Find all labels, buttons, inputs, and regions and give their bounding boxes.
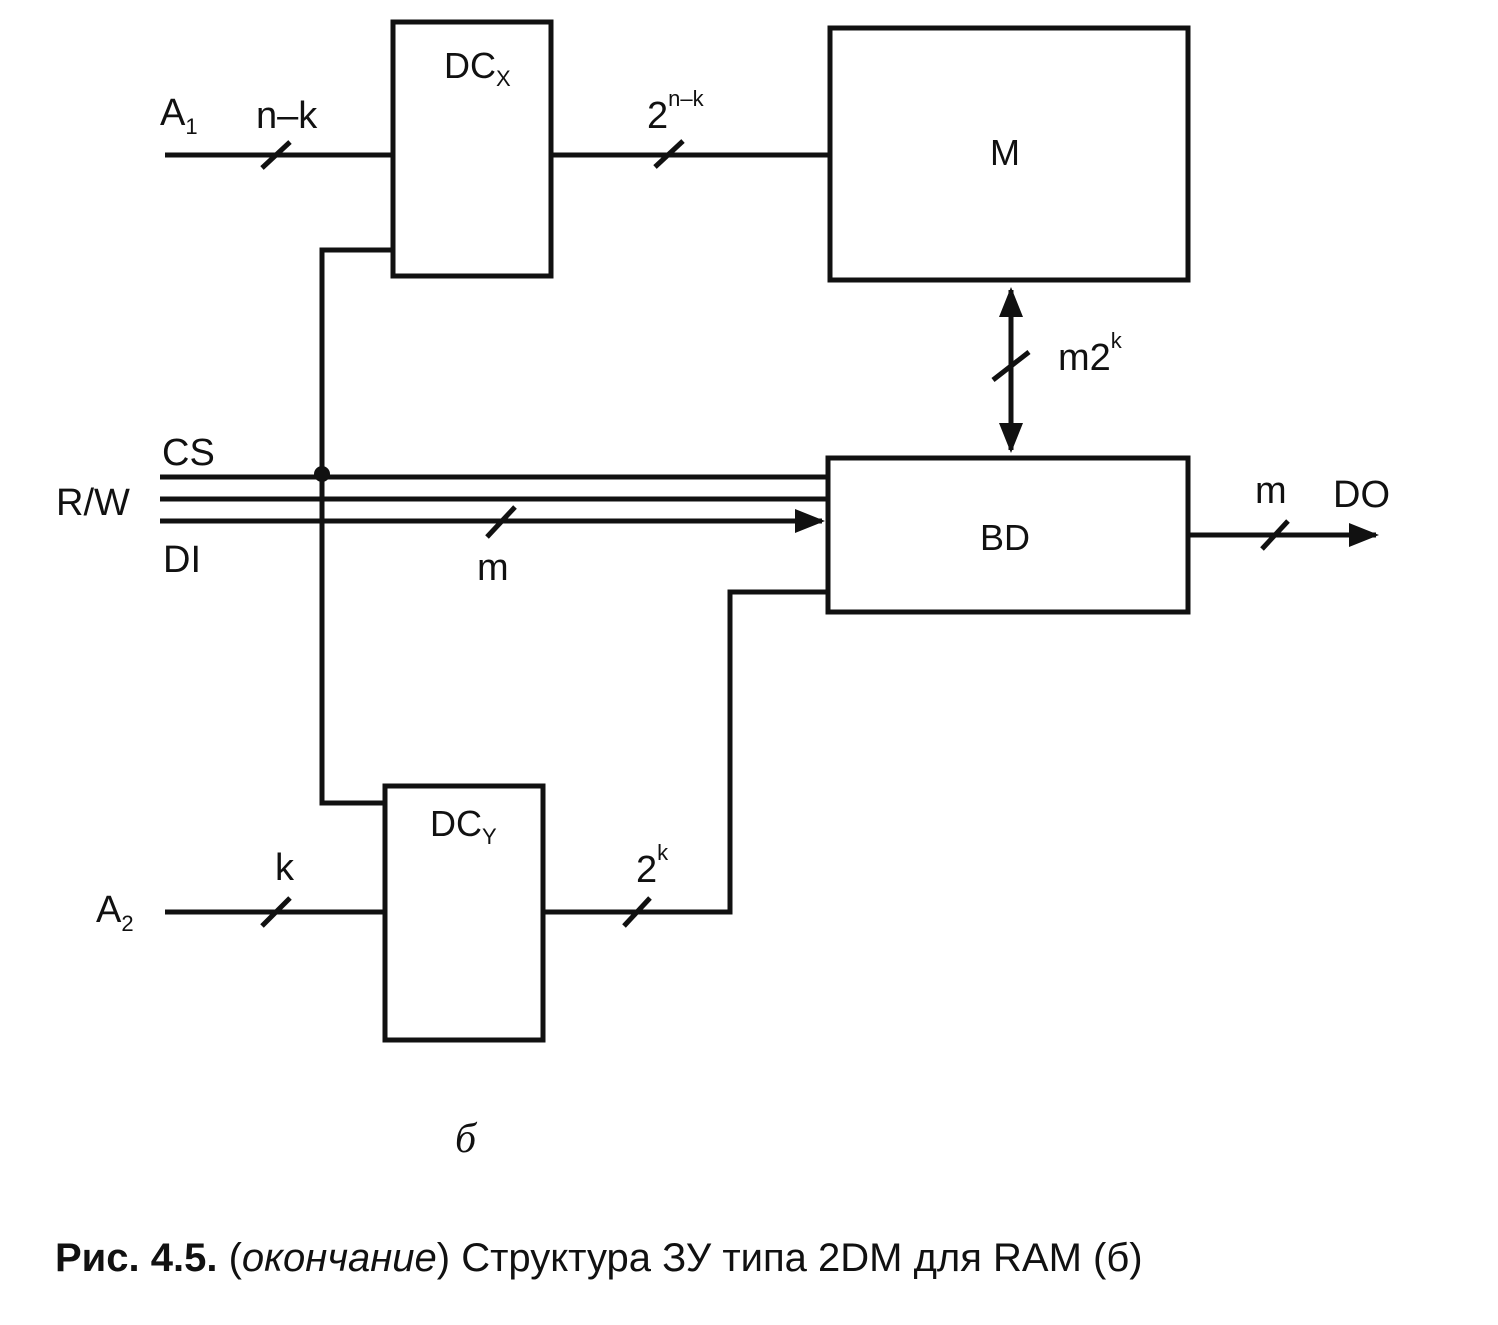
a1-label: A1 — [160, 92, 198, 139]
bd-block — [825, 455, 1191, 615]
rw-label: R/W — [56, 482, 130, 524]
bd-label: BD — [980, 517, 1030, 558]
cs-to-dcx-wire — [319, 247, 393, 475]
caption-open-paren: ( — [228, 1236, 242, 1280]
a2-label: A2 — [96, 889, 134, 936]
m-bd-width-label: m2k — [1058, 328, 1123, 379]
dcx-out-width-label: 2n–k — [647, 86, 705, 137]
dcy-out-width-label: 2k — [636, 840, 669, 891]
dcx-block — [390, 19, 554, 279]
cs-junction-dot — [314, 466, 330, 482]
figure-caption: Рис. 4.5. (окончание) Структура ЗУ типа … — [55, 1236, 1143, 1281]
do-width-tick — [1260, 519, 1290, 551]
di-width-tick — [485, 505, 517, 539]
a1-width-tick — [260, 140, 292, 170]
caption-close-paren: ) — [436, 1236, 451, 1280]
dcy-label: DCY — [430, 803, 497, 849]
caption-text: Структура ЗУ типа 2DM для RAM (б) — [461, 1236, 1143, 1280]
di-width-label: m — [477, 547, 509, 589]
caption-note: окончание — [241, 1236, 437, 1280]
dcx-out-width-tick — [653, 139, 685, 169]
dcy-out-width-tick — [622, 896, 652, 928]
memory-matrix-label: M — [990, 132, 1020, 173]
memory-matrix-block — [827, 25, 1191, 283]
caption-number: Рис. 4.5. — [55, 1236, 218, 1280]
di-label: DI — [163, 539, 201, 581]
cs-label: CS — [162, 432, 215, 474]
do-width-label: m — [1255, 470, 1287, 512]
do-label: DO — [1333, 474, 1390, 516]
dcx-label: DCX — [444, 45, 511, 91]
cs-to-dcy-wire — [319, 475, 385, 806]
a2-width-tick — [260, 896, 292, 928]
m-bd-width-tick — [991, 350, 1031, 382]
a2-width-label: k — [275, 847, 295, 889]
dcy-to-bd-bus — [543, 589, 828, 915]
panel-label: б — [455, 1116, 478, 1162]
a1-width-label: n–k — [256, 95, 318, 137]
